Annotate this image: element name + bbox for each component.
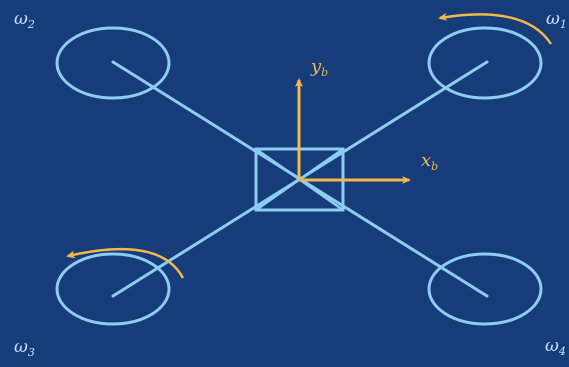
arm-rear-left: [111, 177, 302, 298]
arm-front-right: [298, 60, 489, 181]
omega-4-label: ω4: [545, 336, 566, 358]
y-axis-label: yb: [310, 56, 328, 79]
rotor-1-disk: [427, 26, 543, 100]
rotor-4-disk: [427, 252, 543, 326]
rotor-1-spin-arrow: [438, 12, 553, 45]
rotor-3-spin-arrow: [66, 247, 185, 279]
rotor-3-disk: [55, 252, 171, 326]
x-axis-label: xb: [421, 150, 438, 173]
rotor-2-disk: [55, 26, 171, 100]
omega-1-label: ω1: [546, 9, 567, 31]
omega-2-label: ω2: [14, 9, 35, 31]
arm-rear-right: [298, 177, 489, 298]
omega-3-label: ω3: [14, 337, 35, 359]
